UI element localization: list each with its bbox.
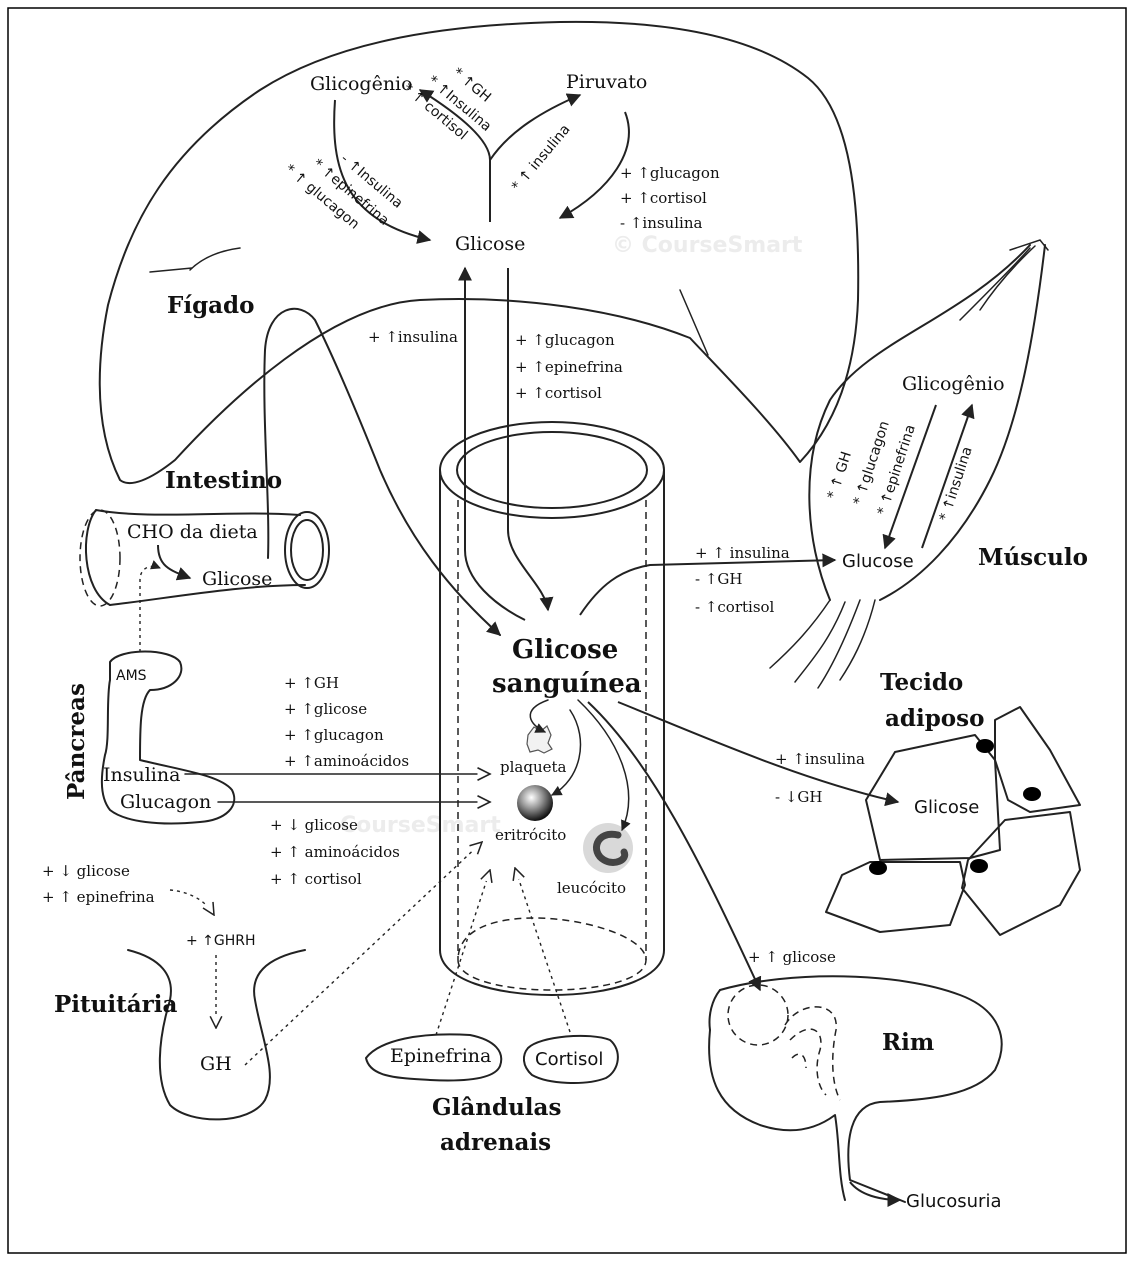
- blood-release-epinefrina: + ↑epinefrina: [515, 358, 623, 376]
- pancreas-ams: AMS: [116, 668, 147, 684]
- pituitary-shape: [128, 950, 305, 1119]
- liver-glicogenio: Glicogênio: [310, 73, 413, 95]
- ams-to-intestine-arrow: [140, 567, 160, 653]
- glucagon-stim-aminoacidos: + ↑ aminoácidos: [270, 843, 400, 861]
- liver-glycogenolysis-regs: - ↑Insulina * ↑epinefrina * ↑ glucagon: [282, 128, 406, 246]
- blood-to-erythrocyte-arrow: [552, 710, 580, 795]
- intestine-cho: CHO da dieta: [127, 521, 258, 543]
- glucagon-stim-glicose: + ↓ glicose: [270, 816, 358, 834]
- platelet-icon: [527, 726, 552, 753]
- adrenal-epinefrina: Epinefrina: [390, 1045, 491, 1067]
- pituitary-ghrh: + ↑GHRH: [186, 933, 256, 949]
- liver-glycolysis-reg: * ↑ insulina: [509, 122, 574, 195]
- label-figado: Fígado: [167, 292, 254, 319]
- adipose-cells: [826, 707, 1080, 935]
- watermark-1: © CourseSmart: [612, 233, 803, 258]
- leukocyte-icon: [583, 823, 633, 873]
- liver-gluconeogenesis-arrow: [560, 112, 629, 218]
- adipose-gh: - ↓GH: [775, 788, 822, 806]
- muscle-synth-reg: * ↑insulina: [937, 445, 976, 524]
- blood-title-2: sanguínea: [492, 669, 642, 699]
- adipose-insulina: + ↑insulina: [775, 750, 865, 768]
- erythrocyte-icon: [517, 785, 553, 821]
- cho-to-glicose-arrow: [158, 545, 190, 578]
- liver-to-blood-arrow: [508, 268, 548, 610]
- blood-to-liver-arrow: [465, 268, 525, 620]
- kidney-glicose: + ↑ glicose: [748, 948, 836, 966]
- liver-synth-regs: * ↑GH * ↑Insulina * ↑ cortisol: [400, 47, 509, 152]
- epinefrina-to-blood-arrow: [436, 870, 490, 1035]
- insulin-stim-gh: + ↑GH: [284, 674, 339, 692]
- blood-title-1: Glicose: [512, 635, 618, 665]
- pituitary-gh: GH: [200, 1053, 232, 1075]
- blood-release-cortisol: + ↑cortisol: [515, 384, 602, 402]
- muscle-glicogenio: Glicogênio: [902, 373, 1005, 395]
- liver-gluconeo-glucagon: + ↑glucagon: [620, 164, 720, 182]
- kidney-glucosuria: Glucosuria: [906, 1191, 1001, 1212]
- label-plaqueta: plaqueta: [500, 758, 567, 776]
- liver-gluconeo-insulina: - ↑insulina: [620, 214, 702, 232]
- liver-glicose: Glicose: [455, 233, 525, 255]
- muscle-uptake-insulina: + ↑ insulina: [695, 544, 790, 562]
- liver-piruvato: Piruvato: [566, 71, 647, 93]
- muscle-glucose: Glucose: [842, 551, 914, 572]
- pancreas-insulina: Insulina: [103, 764, 180, 786]
- blood-release-glucagon: + ↑glucagon: [515, 331, 615, 349]
- kidney-shape: [709, 976, 1002, 1202]
- insulin-stim-glicose: + ↑glicose: [284, 700, 367, 718]
- intestine-tube: [80, 309, 500, 635]
- liver-gluconeo-cortisol: + ↑cortisol: [620, 189, 707, 207]
- label-adiposo: adiposo: [885, 705, 984, 732]
- adrenal-cortisol: Cortisol: [535, 1049, 603, 1070]
- insulin-stim-glucagon: + ↑glucagon: [284, 726, 384, 744]
- label-tecido: Tecido: [880, 669, 963, 696]
- blood-to-leukocyte-arrow: [578, 700, 629, 830]
- glucagon-stim-cortisol: + ↑ cortisol: [270, 870, 362, 888]
- muscle-shape: [770, 240, 1048, 688]
- blood-vessel: [440, 422, 664, 995]
- label-rim: Rim: [882, 1029, 934, 1056]
- muscle-uptake-gh: - ↑GH: [695, 570, 742, 588]
- stim-to-ghrh-arrow: [170, 890, 214, 915]
- insulin-stim-aminoacidos: + ↑aminoácidos: [284, 752, 409, 770]
- pituitary-stim-glicose: + ↓ glicose: [42, 862, 130, 880]
- label-musculo: Músculo: [978, 544, 1088, 571]
- muscle-breakdown-regs: * ↑ GH: [825, 450, 855, 502]
- label-pancreas: Pâncreas: [63, 683, 90, 800]
- muscle-break-gh: * ↑ GH: [825, 450, 855, 502]
- pituitary-stim-epinefrina: + ↑ epinefrina: [42, 888, 155, 906]
- muscle-uptake-cortisol: - ↑cortisol: [695, 598, 775, 616]
- liver-glycolysis-insulina: * ↑ insulina: [509, 122, 574, 195]
- watermark-2: CourseSmart: [340, 813, 501, 838]
- label-glandulas-1: Glândulas: [432, 1094, 561, 1121]
- adipose-glicose: Glicose: [914, 797, 979, 818]
- muscle-synth-insulina: * ↑insulina: [937, 445, 976, 524]
- label-eritrocito: eritrócito: [495, 826, 566, 844]
- intestine-glicose: Glicose: [202, 568, 272, 590]
- label-intestino: Intestino: [165, 467, 282, 494]
- pancreas-glucagon: Glucagon: [120, 791, 211, 813]
- blood-uptake-insulina: + ↑insulina: [368, 328, 458, 346]
- label-leucocito: leucócito: [557, 879, 626, 897]
- label-glandulas-2: adrenais: [440, 1129, 551, 1156]
- label-pituitaria: Pituitária: [54, 991, 177, 1018]
